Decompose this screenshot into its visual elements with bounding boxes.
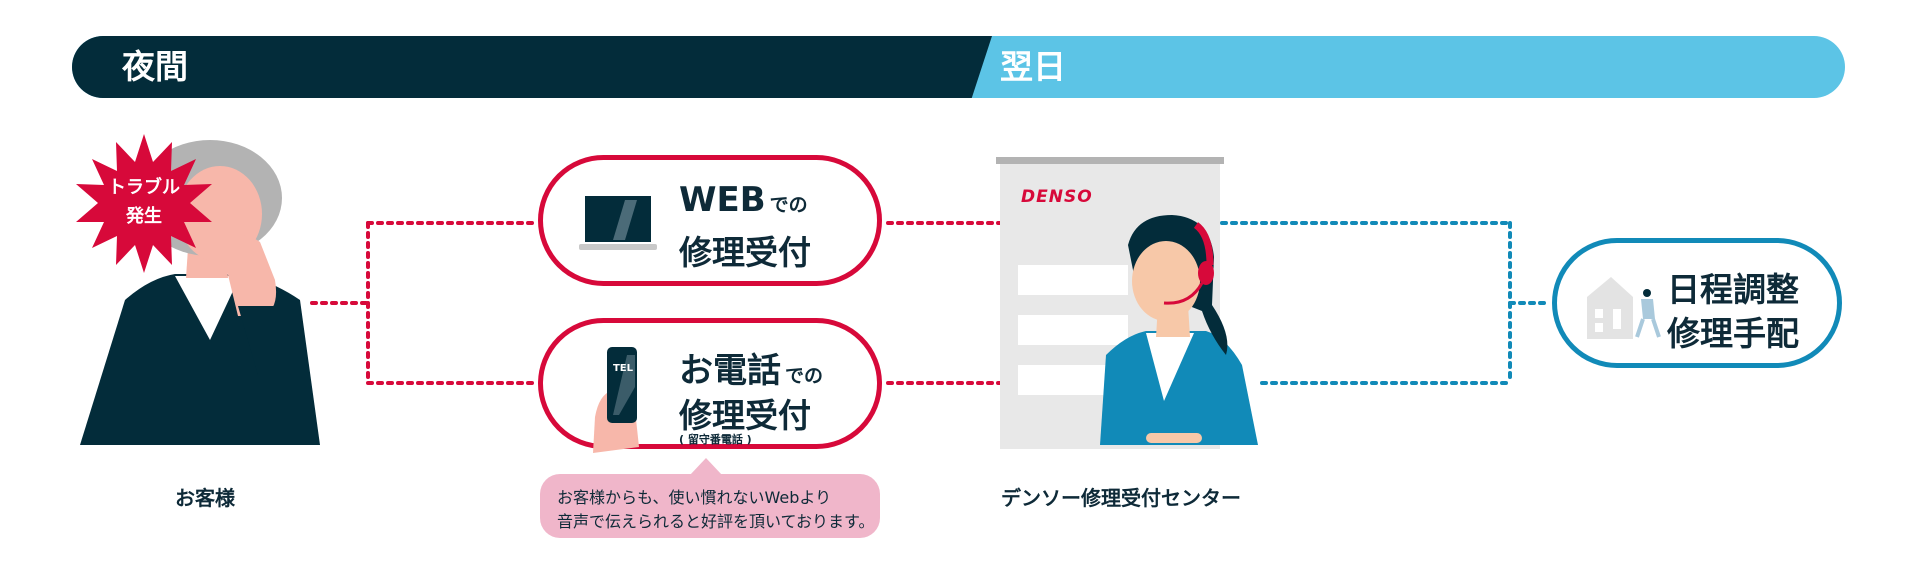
web-pill-title-main: WEB bbox=[679, 180, 766, 220]
operator-collar-shape bbox=[1146, 333, 1194, 401]
customer-collar-shape bbox=[175, 276, 240, 340]
night-label: 夜間 bbox=[122, 47, 188, 86]
center-building-roof bbox=[996, 157, 1224, 164]
schedule-arrangement-pill: 日程調整 修理手配 bbox=[1552, 238, 1842, 368]
night-segment bbox=[72, 36, 992, 98]
customer-caption: お客様 bbox=[175, 486, 235, 510]
house-window bbox=[1595, 309, 1603, 318]
trouble-burst-line1: トラブル bbox=[108, 177, 180, 198]
result-line1: 日程調整 bbox=[1667, 270, 1799, 309]
customer-illustration bbox=[80, 140, 320, 445]
house-technician-icon bbox=[1587, 277, 1661, 339]
technician-body bbox=[1641, 299, 1655, 319]
customer-hand-shape bbox=[220, 235, 277, 316]
operator-face-shape bbox=[1132, 241, 1200, 321]
operator-hands-shape bbox=[1146, 433, 1202, 443]
trouble-burst-line2: 発生 bbox=[126, 206, 162, 227]
operator-body-shape bbox=[1100, 331, 1258, 445]
feedback-line1: お客様からも、使い慣れないWebより bbox=[557, 488, 832, 507]
phone-pill-subtitle: 修理受付 bbox=[679, 396, 811, 435]
trouble-burst-icon bbox=[76, 134, 212, 273]
feedback-bubble: お客様からも、使い慣れないWebより 音声で伝えられると好評を頂いております。 bbox=[540, 458, 880, 538]
phone-pill-title: お電話での bbox=[679, 343, 823, 392]
phone-intake-pill: TEL お電話での 修理受付 ( 留守番電話 ) bbox=[538, 318, 882, 453]
web-pill-subtitle: 修理受付 bbox=[679, 233, 811, 272]
house-shape bbox=[1587, 277, 1633, 339]
timeline-band: 夜間 翌日 bbox=[72, 36, 1845, 98]
center-caption: デンソー修理受付センター bbox=[1001, 486, 1241, 510]
operator-headset-band bbox=[1193, 222, 1214, 266]
tel-label: TEL bbox=[612, 363, 634, 374]
web-pill-title-suffix: での bbox=[769, 194, 808, 216]
day-label: 翌日 bbox=[1000, 47, 1066, 86]
result-line2: 修理手配 bbox=[1667, 314, 1799, 353]
laptop-icon bbox=[579, 196, 657, 250]
house-door bbox=[1613, 309, 1621, 329]
feedback-line2: 音声で伝えられると好評を頂いております。 bbox=[557, 512, 875, 531]
phone-pill-title-suffix: での bbox=[785, 365, 824, 387]
technician-head bbox=[1643, 289, 1651, 297]
smartphone-icon bbox=[593, 347, 639, 453]
technician-legs bbox=[1635, 318, 1661, 338]
house-window bbox=[1595, 323, 1603, 332]
customer-arm-shape bbox=[238, 306, 310, 375]
phone-pill-note: ( 留守番電話 ) bbox=[679, 433, 752, 446]
repair-center-illustration bbox=[996, 157, 1258, 449]
center-building-stripe bbox=[1018, 265, 1128, 295]
operator-headset-earpiece bbox=[1198, 261, 1214, 285]
phone-pill-title-main: お電話 bbox=[679, 351, 781, 391]
denso-logo: DENSO bbox=[1021, 187, 1093, 207]
operator-headset-mic bbox=[1163, 282, 1204, 305]
center-building-stripe bbox=[1018, 315, 1128, 345]
